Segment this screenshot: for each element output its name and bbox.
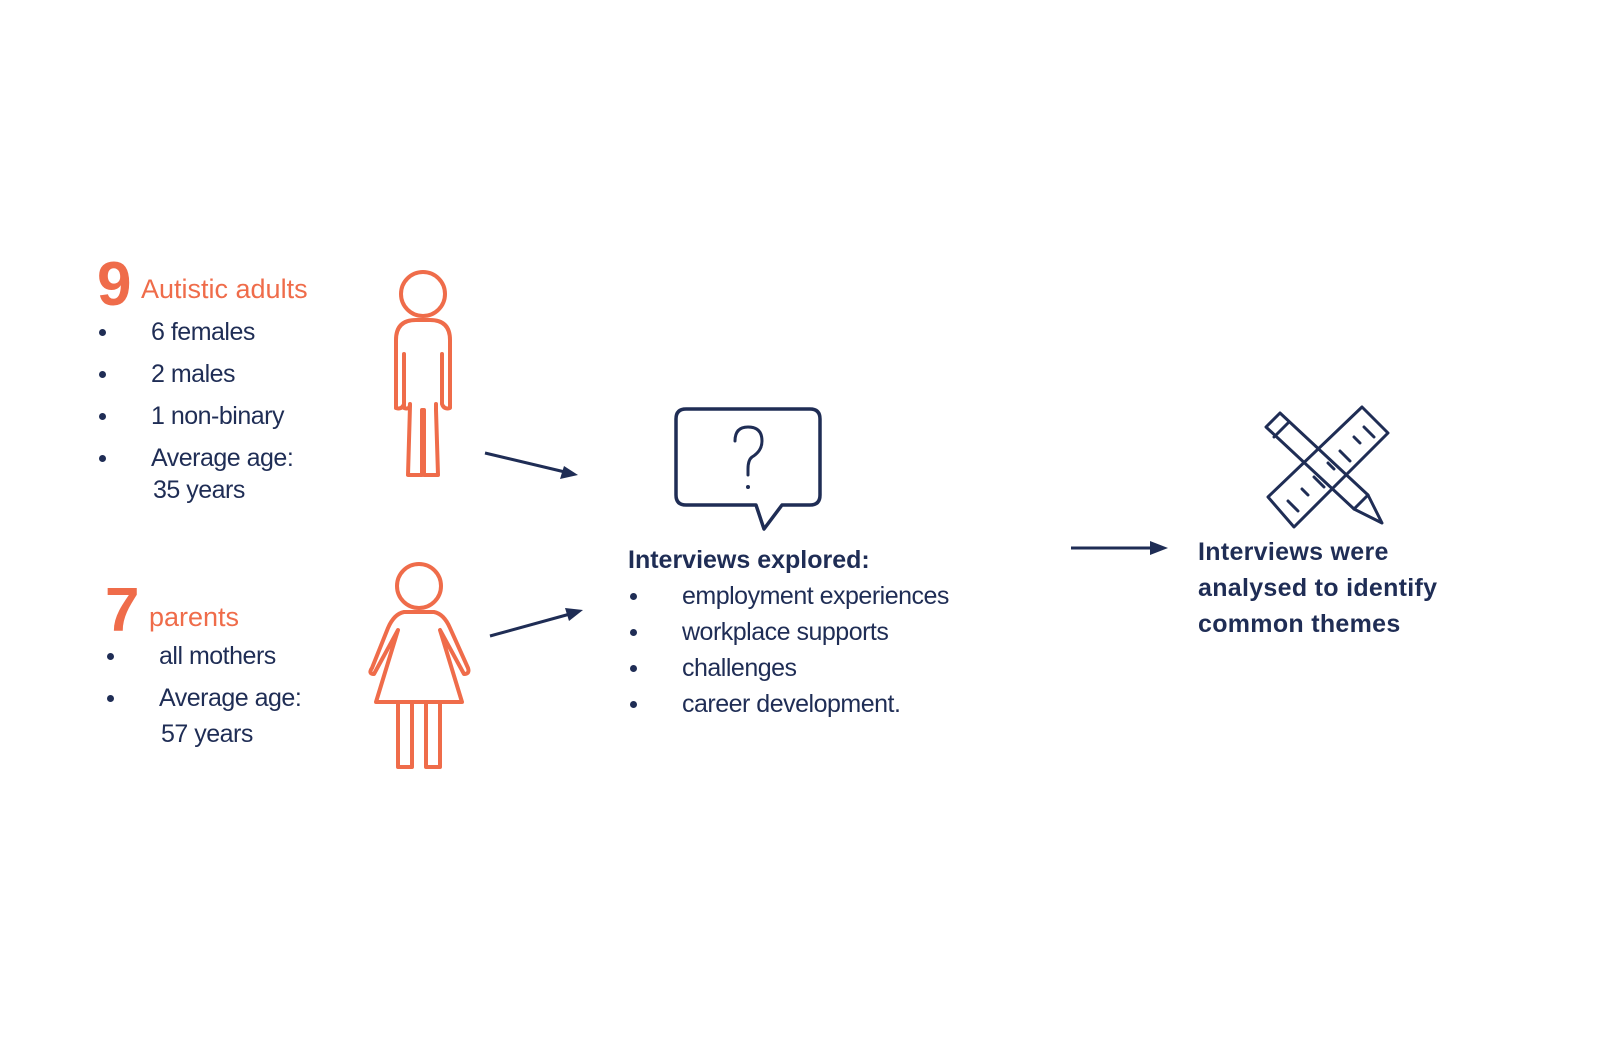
list-item: Average age:	[97, 440, 294, 476]
person-icon	[394, 270, 452, 477]
speech-bubble-question-icon	[674, 407, 822, 531]
list-item: employment experiences	[628, 578, 949, 614]
list-item: career development.	[628, 686, 949, 722]
pencil-ruler-icon	[1264, 405, 1390, 529]
result-line: common themes	[1198, 610, 1401, 638]
result-line: Interviews were	[1198, 538, 1389, 566]
list-item: 6 females	[97, 314, 293, 350]
list-item: challenges	[628, 650, 949, 686]
list-item: all mothers	[105, 638, 301, 674]
adults-age-value: 35 years	[153, 476, 245, 504]
adults-list: 6 females 2 males 1 non-binary Average a…	[97, 314, 294, 482]
adults-label: Autistic adults	[141, 274, 308, 304]
interviews-heading: Interviews explored:	[628, 546, 870, 574]
parents-count: 7	[105, 576, 140, 645]
list-item: 1 non-binary	[97, 398, 293, 434]
result-line: analysed to identify	[1198, 574, 1438, 602]
parents-age-value: 57 years	[161, 720, 253, 748]
parents-label: parents	[149, 602, 240, 632]
list-item: workplace supports	[628, 614, 949, 650]
result-text: Interviews were analysed to identify com…	[1198, 534, 1437, 642]
arrow-adults-to-interviews	[484, 451, 578, 479]
adults-count: 9	[97, 250, 132, 319]
list-item: Average age:	[105, 680, 302, 716]
list-item: 2 males	[97, 356, 293, 392]
arrow-parents-to-interviews	[489, 608, 583, 638]
parents-list: all mothers Average age:	[105, 638, 302, 722]
topics-list: employment experiences workplace support…	[628, 578, 949, 722]
arrow-interviews-to-result	[1071, 541, 1168, 555]
woman-icon	[368, 562, 471, 769]
